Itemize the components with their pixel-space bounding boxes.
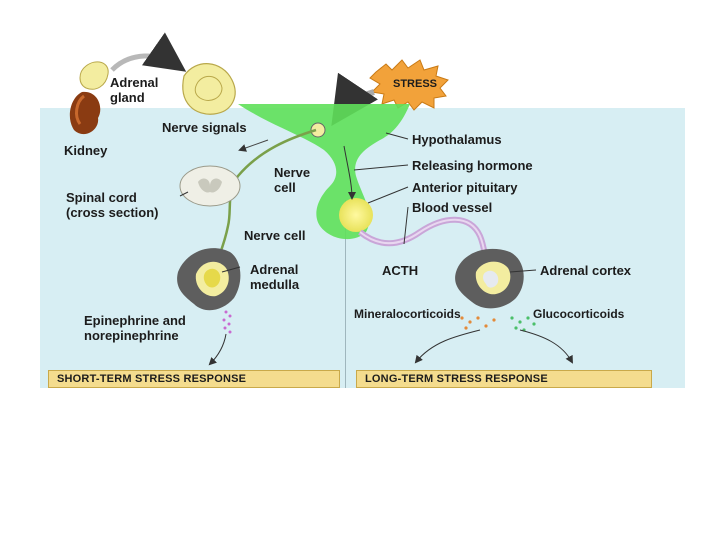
label-adrenal-cortex: Adrenal cortex xyxy=(540,263,632,278)
stress-burst xyxy=(369,59,449,111)
label-stress: STRESS xyxy=(393,78,438,90)
label-mineralocorticoids: Mineralocorticoids xyxy=(354,307,461,321)
label-releasing-hormone: Releasing hormone xyxy=(412,158,533,173)
glucocorticoid-arrow xyxy=(519,329,573,364)
nerve-cell-body xyxy=(310,122,326,138)
adrenal-gland-small-illustration xyxy=(79,61,109,90)
kidney-illustration xyxy=(69,91,101,135)
adrenal-medulla-illustration xyxy=(177,248,241,311)
label-kidney: Kidney xyxy=(64,143,108,158)
label-adrenal-medulla: Adrenal medulla xyxy=(250,262,300,292)
anterior-pituitary-glow xyxy=(339,198,373,232)
label-anterior-pituitary: Anterior pituitary xyxy=(412,180,518,195)
label-glucocorticoids: Glucocorticoids xyxy=(533,307,625,321)
long-term-response-box: LONG-TERM STRESS RESPONSE xyxy=(356,370,652,388)
nerve-signal-arrow xyxy=(238,139,269,152)
label-acth: ACTH xyxy=(382,263,419,278)
mineralocorticoid-arrow xyxy=(414,329,481,364)
spinal-cord-cross-section xyxy=(179,165,241,207)
label-nerve-signals: Nerve signals xyxy=(162,120,247,135)
adrenal-gland-enlarged-illustration xyxy=(182,63,236,115)
epinephrine-dots xyxy=(222,310,232,334)
short-term-response-box: SHORT-TERM STRESS RESPONSE xyxy=(48,370,340,388)
panel-divider-line xyxy=(345,200,346,388)
label-nerve-cell-top: Nerve cell xyxy=(274,165,311,195)
epinephrine-arrow xyxy=(208,333,227,366)
leader-lines xyxy=(179,132,537,273)
corticoid-dots xyxy=(460,316,536,332)
releasing-hormone-path xyxy=(343,145,356,200)
enlarge-arrow xyxy=(110,32,187,72)
label-adrenal-gland: Adrenal gland xyxy=(110,75,159,105)
label-spinal-cord: Spinal cord (cross section) xyxy=(66,190,159,220)
hypothalamus-shape xyxy=(238,104,410,240)
label-blood-vessel: Blood vessel xyxy=(412,200,493,215)
label-nerve-cell: Nerve cell xyxy=(244,228,306,243)
adrenal-cortex-illustration xyxy=(455,248,524,309)
label-epinephrine-norepinephrine: Epinephrine and norepinephrine xyxy=(84,313,186,343)
label-hypothalamus: Hypothalamus xyxy=(412,132,502,147)
diagram-background-panel xyxy=(40,108,685,388)
